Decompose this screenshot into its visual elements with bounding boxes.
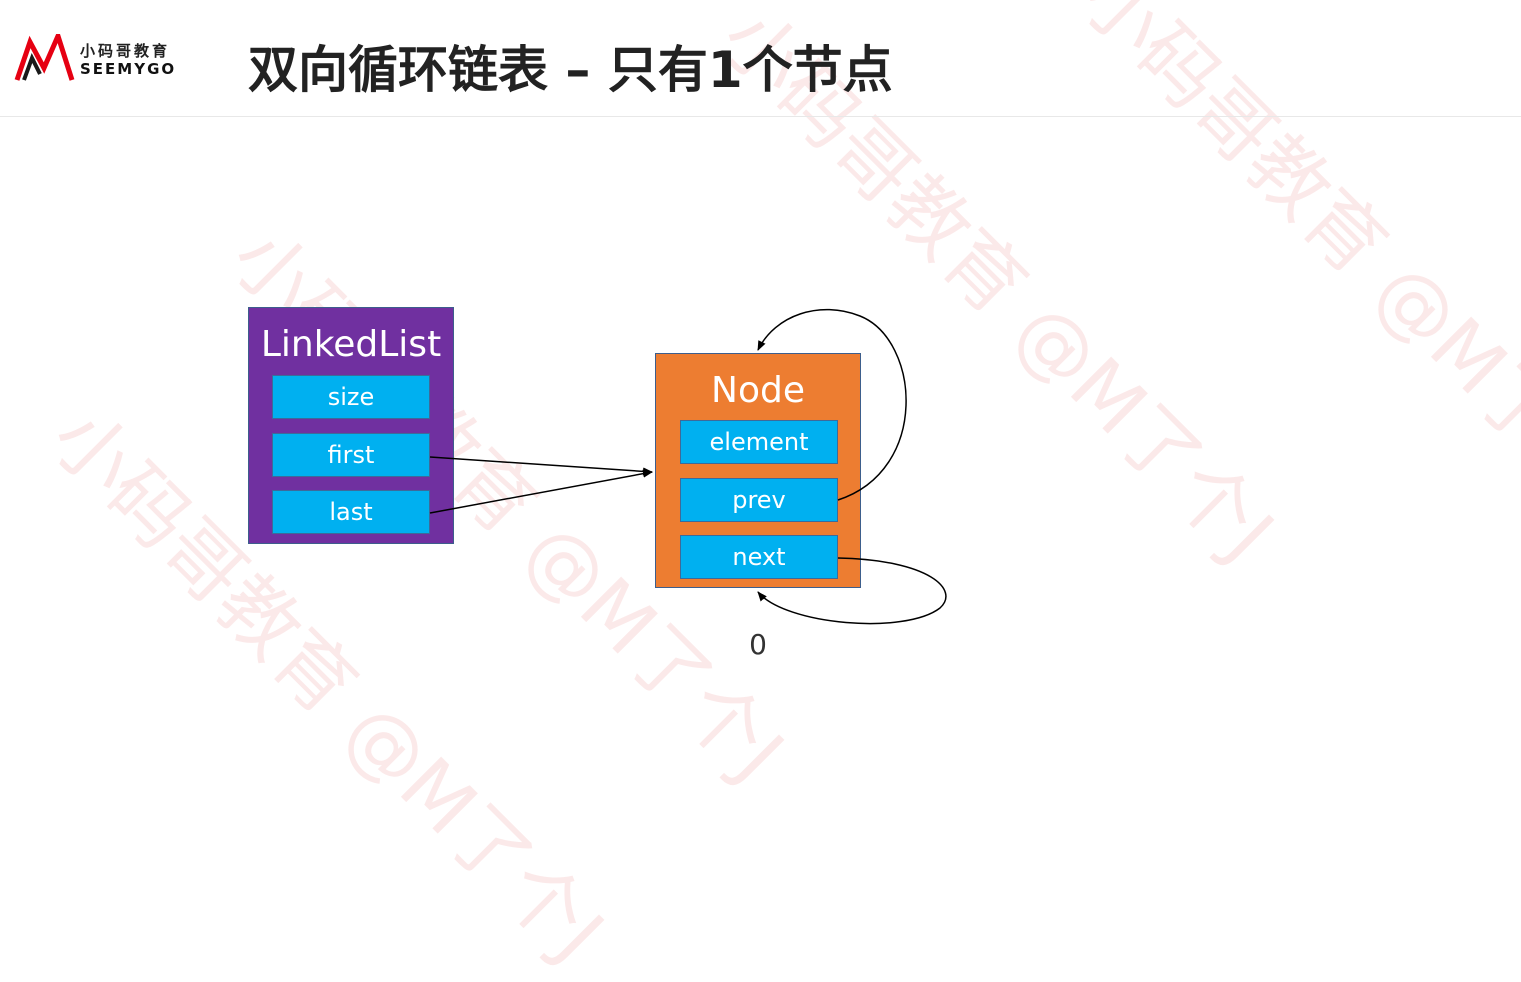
node-box: Node element prev next — [655, 353, 861, 588]
node-field-prev: prev — [680, 478, 838, 522]
node-title: Node — [711, 370, 805, 411]
node-index-label: 0 — [749, 628, 767, 661]
linkedlist-title: LinkedList — [260, 324, 442, 365]
linkedlist-field-size: size — [272, 375, 430, 419]
linkedlist-box: LinkedList size first last — [248, 307, 454, 544]
header: 小码哥教育 SEEMYGO 双向循环链表 – 只有1个节点 — [0, 0, 1521, 117]
node-field-next: next — [680, 535, 838, 579]
logo-mark-icon — [14, 34, 75, 81]
node-field-element: element — [680, 420, 838, 464]
logo-english-text: SEEMYGO — [80, 60, 177, 78]
first-to-node-arrow — [429, 456, 653, 476]
logo: 小码哥教育 SEEMYGO — [14, 34, 214, 94]
prev-self-loop-arrow — [757, 308, 907, 501]
logo-chinese-text: 小码哥教育 — [80, 42, 171, 60]
last-to-node-arrow — [429, 469, 653, 514]
pointer-arrows — [429, 308, 947, 625]
next-self-loop-arrow — [757, 557, 947, 625]
slide-title: 双向循环链表 – 只有1个节点 — [248, 41, 893, 99]
linkedlist-field-last: last — [272, 490, 430, 534]
linkedlist-field-first: first — [272, 433, 430, 477]
